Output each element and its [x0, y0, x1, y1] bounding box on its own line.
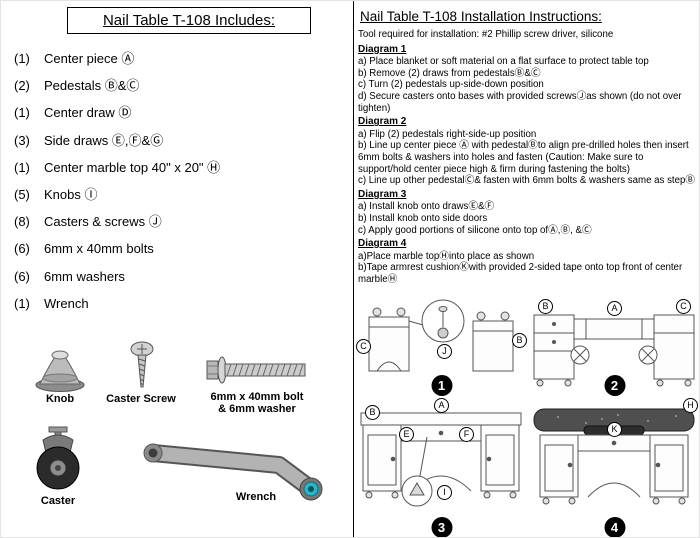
- circled-letter-A: A: [607, 301, 622, 316]
- instruction-line: a) Flip (2) pedestals right-side-up posi…: [358, 128, 537, 140]
- circled-letter-F: F: [459, 427, 474, 442]
- wrench-illustration: [143, 443, 323, 501]
- circled-letter-A: A: [434, 398, 449, 413]
- item-quantity: (1): [14, 105, 30, 121]
- instruction-line: b) Remove (2) draws from pedestalsⒷ&Ⓒ: [358, 67, 541, 79]
- includes-item: (8) Casters & screws Ⓙ: [14, 208, 220, 235]
- caster-illustration: [36, 426, 80, 490]
- includes-item: (3) Side draws Ⓔ,Ⓕ&Ⓖ: [14, 127, 220, 154]
- caster-screw-label: Caster Screw: [106, 393, 176, 405]
- instruction-line: c) Line up other pedestalⒸ& fasten with …: [358, 175, 696, 187]
- diagram-number-badge: 3: [431, 517, 452, 537]
- assembly-diagrams: J B C 1: [355, 297, 699, 537]
- instruction-line: b)Tape armrest cushionⓀwith provided 2-s…: [358, 262, 683, 285]
- diagram-4: H K 4: [528, 397, 699, 537]
- section-heading: Diagram 3: [358, 188, 407, 200]
- section-diagram-3: Diagram 3 a) Install knob onto drawsⒺ&Ⓕ …: [358, 189, 698, 236]
- item-text: Wrench: [44, 295, 89, 311]
- item-text: 6mm washers: [44, 268, 125, 284]
- item-text: Center marble top 40" x 20" Ⓗ: [44, 159, 221, 175]
- diagram-4-illustration: [533, 408, 695, 505]
- instruction-line: c) Apply good portions of silicone onto …: [358, 224, 592, 236]
- circled-letter-E: E: [399, 427, 414, 442]
- item-quantity: (2): [14, 78, 30, 94]
- bolt-washer-illustration: [206, 356, 306, 384]
- instruction-line: a) Install knob onto drawsⒺ&Ⓕ: [358, 201, 495, 213]
- caster-image: [29, 425, 87, 491]
- instruction-line: b) Line up center piece Ⓐ with pedestalⒷ…: [358, 140, 689, 175]
- diagram-number-badge: 1: [431, 375, 452, 396]
- section-heading: Diagram 4: [358, 238, 407, 250]
- knob-illustration: [35, 350, 85, 392]
- caster-screw-image: [127, 341, 157, 393]
- instruction-line: a) Place blanket or soft material on a f…: [358, 56, 649, 68]
- circled-letter-K: K: [607, 422, 622, 437]
- circled-letter-C: C: [356, 339, 371, 354]
- instruction-line: b) Install knob onto side doors: [358, 212, 488, 224]
- instruction-line: a)Place marble topⒽinto place as shown: [358, 250, 535, 262]
- includes-item: (1) Center draw Ⓓ: [14, 99, 220, 126]
- includes-item: (6) 6mm x 40mm bolts: [14, 235, 220, 262]
- circled-letter-B: B: [538, 299, 553, 314]
- section-diagram-1: Diagram 1 a) Place blanket or soft mater…: [358, 44, 698, 115]
- diagram-3: A B E F I 3: [355, 397, 528, 537]
- item-quantity: (1): [14, 295, 30, 311]
- includes-item: (1) Center piece Ⓐ: [14, 45, 220, 72]
- section-heading: Diagram 1: [358, 43, 407, 55]
- bolt-washer-label-line2: & 6mm washer: [218, 403, 296, 415]
- includes-item: (6) 6mm washers: [14, 263, 220, 290]
- item-quantity: (1): [14, 159, 30, 175]
- diagram-2: A B C 2: [528, 297, 699, 397]
- circled-letter-J: J: [437, 344, 452, 359]
- diagram-number-badge: 4: [604, 517, 625, 537]
- item-quantity: (6): [14, 241, 30, 257]
- item-text: Casters & screws Ⓙ: [44, 214, 162, 230]
- circled-letter-B: B: [512, 333, 527, 348]
- knob-image: [31, 345, 89, 393]
- includes-title-box: Nail Table T-108 Includes:: [67, 7, 311, 34]
- circled-letter-B: B: [365, 405, 380, 420]
- includes-item: (1) Wrench: [14, 290, 220, 317]
- item-quantity: (1): [14, 51, 30, 66]
- includes-item: (1) Center marble top 40" x 20" Ⓗ: [14, 154, 220, 181]
- includes-item: (5) Knobs Ⓘ: [14, 181, 220, 208]
- includes-title: Nail Table T-108 Includes:: [102, 12, 276, 29]
- item-text: Pedestals Ⓑ&Ⓒ: [44, 78, 140, 94]
- section-diagram-2: Diagram 2 a) Flip (2) pedestals right-si…: [358, 116, 698, 187]
- tool-note: Tool required for installation: #2 Phill…: [358, 29, 614, 40]
- section-heading: Diagram 2: [358, 116, 407, 128]
- item-text: Center draw Ⓓ: [44, 105, 132, 121]
- item-text: Side draws Ⓔ,Ⓕ&Ⓖ: [44, 132, 164, 148]
- diagram-2-illustration: [533, 314, 695, 387]
- instruction-line: c) Turn (2) pedestals up-side-down posit…: [358, 79, 544, 91]
- includes-list: (1) Center piece Ⓐ (2) Pedestals Ⓑ&Ⓒ (1) Ce…: [14, 45, 220, 317]
- diagram-number-badge: 2: [604, 375, 625, 396]
- includes-item: (2) Pedestals Ⓑ&Ⓒ: [14, 72, 220, 99]
- item-text: Center piece Ⓐ: [44, 51, 135, 66]
- diagram-1: J B C 1: [355, 297, 528, 397]
- item-text: Knobs Ⓘ: [44, 186, 98, 202]
- circled-letter-I: I: [437, 485, 452, 500]
- section-diagram-4: Diagram 4 a)Place marble topⒽinto place …: [358, 238, 698, 285]
- caster-screw-illustration: [130, 341, 154, 388]
- instructions-title: Nail Table T-108 Installation Instructio…: [360, 9, 602, 24]
- item-quantity: (8): [14, 214, 30, 230]
- item-quantity: (5): [14, 186, 30, 202]
- caster-label: Caster: [40, 495, 76, 507]
- knob-label: Knob: [45, 393, 75, 405]
- wrench-image: [139, 429, 334, 503]
- column-divider: [353, 1, 354, 537]
- item-quantity: (3): [14, 132, 30, 148]
- circled-letter-H: H: [683, 398, 698, 413]
- bolt-washer-image: [205, 353, 311, 387]
- wrench-label: Wrench: [235, 491, 277, 503]
- item-quantity: (6): [14, 268, 30, 284]
- instruction-line: d) Secure casters onto bases with provid…: [358, 90, 682, 114]
- diagram-1-illustration: [368, 299, 514, 372]
- circled-letter-C: C: [676, 299, 691, 314]
- bolt-washer-label-line1: 6mm x 40mm bolt: [210, 391, 304, 403]
- item-text: 6mm x 40mm bolts: [44, 241, 154, 257]
- instructions-body: Tool required for installation: #2 Phill…: [358, 29, 698, 285]
